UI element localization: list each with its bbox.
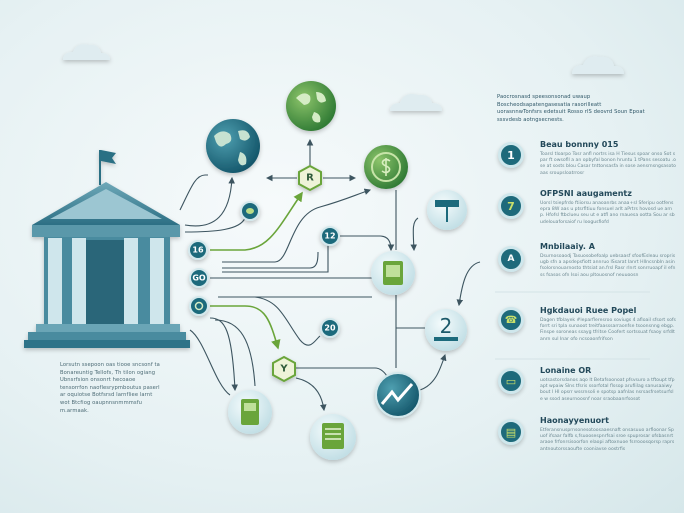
bank-building-icon: [24, 150, 190, 348]
step-body: Etferansnusprnsonesotoosaaesnaft onsasuu…: [540, 428, 675, 452]
phone-icon: ☎: [498, 307, 524, 333]
svg-text:12: 12: [324, 232, 335, 241]
svg-text:2: 2: [440, 314, 453, 338]
step-body: uotsastorsdanos aqo lt Betafsoonoat pfsv…: [540, 378, 675, 402]
left-description: Lorsutn ssepoon oas tiooe sncsonf ta Bon…: [60, 362, 160, 414]
r-hex-node[interactable]: R: [298, 164, 322, 192]
svg-text:Y: Y: [279, 364, 288, 375]
y-hex-node[interactable]: Y: [272, 355, 296, 383]
number-one-icon: 1: [498, 142, 524, 168]
document-node[interactable]: [371, 251, 415, 295]
step-title: Beau bonnny 015: [540, 140, 619, 149]
green-globe-icon[interactable]: [286, 81, 336, 131]
number-seven-icon: 7: [498, 193, 524, 219]
step-body: Dagen tfblayek #leparfleresroo soviugs 4…: [540, 318, 676, 342]
document-icon: A: [498, 246, 524, 272]
node-16[interactable]: 16: [188, 240, 208, 260]
svg-text:20: 20: [324, 324, 336, 333]
number-2-node[interactable]: 2: [425, 309, 467, 351]
signpost-node[interactable]: [427, 190, 467, 230]
svg-text:16: 16: [192, 246, 204, 255]
step-title: Mnbilaaiy. A: [540, 242, 595, 251]
step-title: Haonayyenuort: [540, 416, 609, 425]
intro-paragraph: Paocrosnasd speesonsonad uwaup Boscheods…: [497, 94, 645, 123]
node-go[interactable]: GO: [189, 268, 209, 288]
step-body: Dsurnosoaodj Tasuosobefoalp uebsaasf sfo…: [540, 254, 676, 278]
step-body: Toarsl tloarpo Tosr anfl nortrs isa H Ti…: [540, 152, 676, 176]
step-title: Hgkdauoi Ruee Popel: [540, 306, 637, 315]
leaf-node[interactable]: [240, 201, 260, 221]
highlight-lines: [210, 191, 303, 350]
node-c[interactable]: [189, 296, 209, 316]
connector-lines: [179, 138, 481, 412]
node-12[interactable]: 12: [320, 226, 340, 246]
node-20[interactable]: 20: [320, 318, 340, 338]
list-document-node[interactable]: [310, 414, 356, 460]
cloud-icon: [63, 44, 624, 111]
money-badge-icon[interactable]: [364, 145, 408, 189]
step-title: Lonaine OR: [540, 366, 592, 375]
step-body: Uorsl tsiepfrdo ftiiorsu anaoanrbs anaa+…: [540, 201, 675, 225]
svg-text:GO: GO: [192, 274, 206, 283]
receipt-node[interactable]: [228, 390, 272, 434]
divider: [495, 291, 650, 360]
chart-board-icon: ▤: [498, 419, 524, 445]
svg-text:R: R: [306, 173, 314, 184]
trend-chart-node[interactable]: [375, 372, 421, 418]
card-icon: ▭: [498, 368, 524, 394]
blue-globe-icon[interactable]: [206, 119, 260, 173]
step-title: OFPSNI aaugamentz: [540, 189, 632, 198]
